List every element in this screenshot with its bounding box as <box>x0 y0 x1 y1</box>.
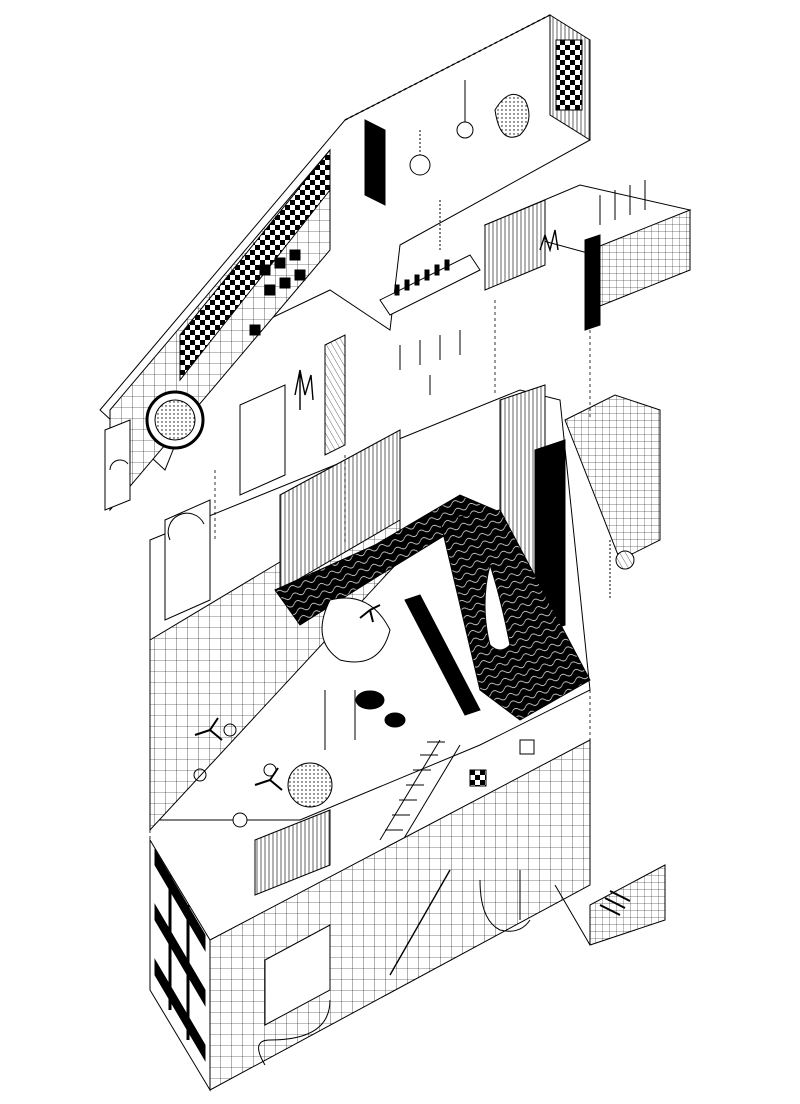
upper-plant <box>294 369 314 410</box>
upper-bar-counter <box>379 254 481 316</box>
upper-pillar <box>324 334 346 456</box>
upper-pendant-lamps <box>409 80 474 250</box>
ground-stair-treads <box>599 890 631 916</box>
middle-staircase <box>379 739 461 846</box>
middle-arched-window <box>164 499 211 621</box>
middle-sculpture-white <box>321 597 391 663</box>
middle-ribbed-wall <box>279 429 401 591</box>
upper-arched-frame <box>104 419 131 511</box>
ground-level <box>149 739 666 1092</box>
upper-bar-bottles <box>394 259 450 296</box>
ground-edge-line <box>554 884 591 946</box>
middle-level <box>149 384 661 896</box>
projection-lines <box>149 300 591 840</box>
upper-round-planter <box>154 399 196 441</box>
middle-planter-bowl <box>287 762 333 808</box>
side-room-dark-panel <box>584 234 601 331</box>
upper-black-window-grid <box>179 148 331 382</box>
side-room-plant <box>539 229 559 253</box>
side-room-pendant-lights <box>599 180 646 225</box>
middle-hatched-box <box>254 809 331 896</box>
middle-ceiling-fans <box>194 604 381 791</box>
ground-left-window-mullions <box>154 848 206 1062</box>
upper-partition-wall <box>239 384 286 496</box>
upper-bar-stools <box>399 330 461 395</box>
upper-dark-doorway <box>364 119 386 206</box>
middle-tall-vase <box>484 563 511 651</box>
upper-chair-group <box>249 249 306 336</box>
middle-pendants <box>324 540 635 750</box>
upper-roof-dashed-line <box>344 14 551 121</box>
upper-level <box>99 14 591 512</box>
ground-diagonal-line <box>389 869 451 976</box>
middle-tables <box>193 723 535 828</box>
middle-right-tiled-wall <box>564 394 661 561</box>
ground-stair-panel <box>589 864 666 946</box>
upper-shelf-rack <box>555 39 583 111</box>
upper-sculpture <box>494 93 530 138</box>
middle-black-oval-2 <box>384 712 406 728</box>
middle-black-ovals <box>355 690 385 710</box>
ground-hanging-cables <box>258 870 531 1066</box>
middle-long-counter <box>404 594 481 716</box>
middle-black-bar-platform <box>439 509 591 721</box>
ground-door-opening <box>264 924 331 1026</box>
middle-dark-column <box>534 439 566 636</box>
side-room-wall <box>484 199 546 291</box>
upper-side-room <box>483 180 692 331</box>
